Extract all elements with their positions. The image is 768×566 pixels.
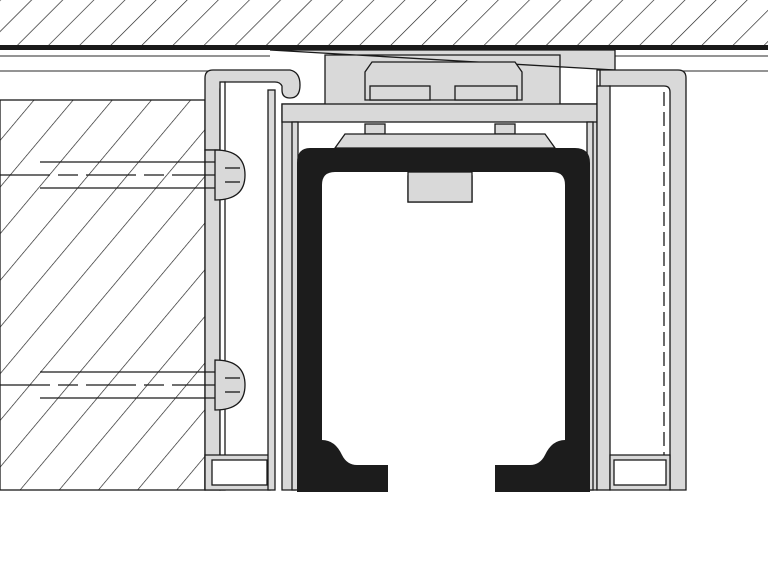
wall-panel [0, 99, 206, 491]
ceiling [0, 0, 768, 50]
screw-lower [0, 359, 246, 411]
left-profile [204, 69, 301, 491]
screw-upper [0, 149, 246, 201]
c-rail [297, 148, 590, 492]
right-profile [596, 69, 687, 491]
